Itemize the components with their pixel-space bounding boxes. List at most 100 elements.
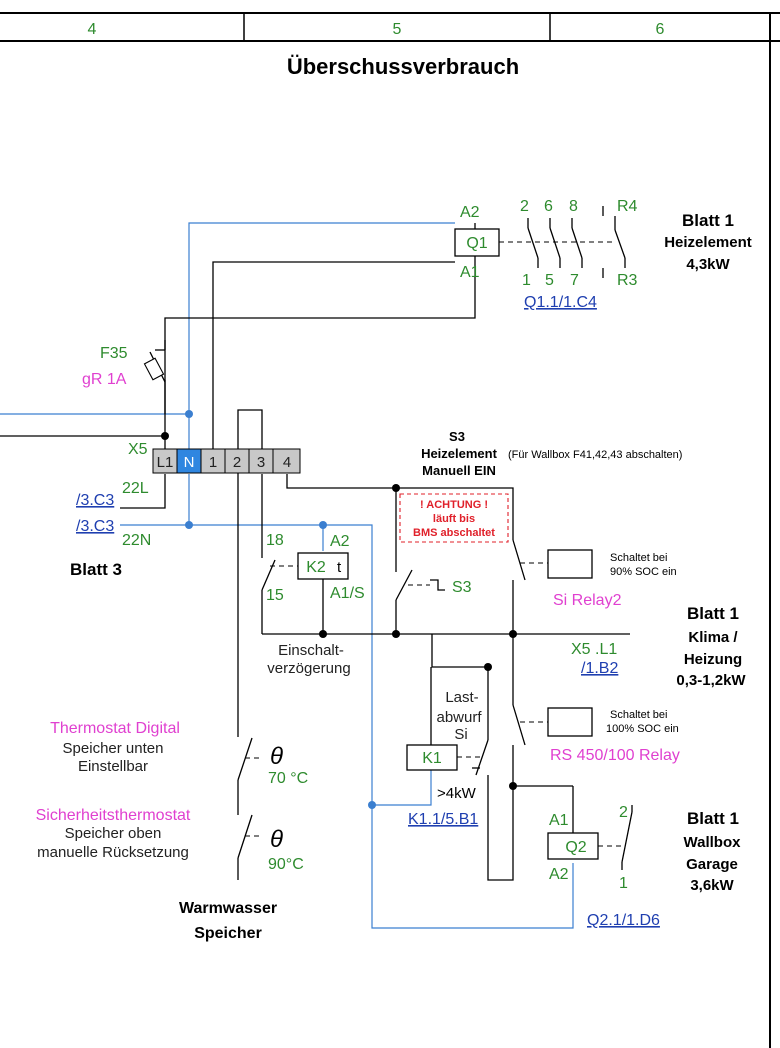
k2-contact: 18 [266,532,284,549]
k2-a1s: A1/S [330,585,365,602]
s3-warning: ! ACHTUNG ! [420,499,488,511]
target-name: Garage [686,856,738,873]
blatt3-references: /3.C3 22L /3.C3 22N Blatt 3 [70,480,151,579]
k1-label: K1 [422,750,442,767]
q2-a1: A1 [549,812,569,829]
terminal-label: 2 [233,454,241,471]
terminal-block-x5: X5 L1 N 1 2 3 4 [128,441,301,474]
target-name: Heizung [684,651,742,668]
thermostat-temp: 70 °C [268,770,308,787]
k2-a2: A2 [330,533,350,550]
k1-caption: Si [454,726,467,743]
k2-caption: verzögerung [267,660,350,677]
s3-warning: läuft bis [433,513,475,525]
contactor-q1: Q1 A2 A1 2 6 8 R4 1 5 7 R3 Q1.1/1.C4 [454,198,638,311]
header-bar: 4 5 6 [0,12,780,1048]
fuse-name: F35 [100,345,128,362]
column-number: 4 [88,21,97,38]
q2-a2: A2 [549,866,569,883]
blatt3-label: Blatt 3 [70,560,122,579]
klima-x5: X5 .L1 [571,641,617,658]
terminal-label: 1 [209,454,217,471]
switch-s3: S3 Heizelement (Für Wallbox F41,42,43 ab… [395,429,682,601]
neutral-wires [0,222,574,929]
q1-top-contact: 2 [520,198,529,215]
q1-bottom-contact: R3 [617,272,638,289]
s3-name: Heizelement [421,446,498,461]
blatt3-num-l: 22L [122,480,149,497]
relay-k1: Last- abwurf Si K1 >4kW K1.1/5.B1 [406,689,489,828]
blatt3-ref-n-link[interactable]: /3.C3 [76,518,114,535]
target-power: 0,3-1,2kW [676,672,746,689]
q1-bottom-contact: 7 [570,272,579,289]
q1-label: Q1 [466,235,487,252]
relay1-note: 90% SOC ein [610,566,677,578]
q1-top-contact: 8 [569,198,578,215]
k1-caption: abwurf [436,709,482,726]
column-number: 5 [393,21,402,38]
junction-dots [161,410,517,809]
column-number: 6 [656,21,665,38]
k2-t: t [337,559,342,576]
q1-top-contact: R4 [617,198,638,215]
k1-caption: Last- [445,689,478,706]
k1-ref-link[interactable]: K1.1/5.B1 [408,811,478,828]
storage-line: Speicher [194,925,262,942]
target-power: 4,3kW [686,256,730,273]
q1-top-contact: 6 [544,198,553,215]
terminal-label: 4 [283,454,291,471]
target-power: 3,6kW [690,877,734,894]
target-wallbox: Blatt 1 Wallbox Garage 3,6kW [684,809,742,894]
k2-label: K2 [306,559,326,576]
thermostat-line: Einstellbar [78,758,148,775]
relay1-name: Si Relay2 [553,592,622,609]
target-name: Heizelement [664,234,752,251]
klima-ref-link[interactable]: /1.B2 [581,660,618,677]
relay-si-relay2: Schaltet bei 90% SOC ein Si Relay2 [512,539,677,609]
timer-relay-k2: K2 t A2 A1/S 18 15 Einschalt- verzögerun… [261,532,365,677]
theta-icon: θ [270,826,283,853]
fuse-f35: F35 gR 1A [82,340,166,414]
thermostat-temp: 90°C [268,856,304,873]
blatt3-ref-l-link[interactable]: /3.C3 [76,492,114,509]
thermostat-name: Sicherheitsthermostat [36,807,191,824]
q2-contact: 1 [619,875,628,892]
target-blatt: Blatt 1 [682,211,734,230]
relay2-note: 100% SOC ein [606,723,679,735]
q1-bottom-contact: 5 [545,272,554,289]
k1-note: >4kW [437,785,477,802]
terminal-label: N [184,454,195,471]
q2-contact: 2 [619,804,628,821]
thermostat-digital: Thermostat Digital Speicher unten Einste… [50,720,308,787]
s3-note: (Für Wallbox F41,42,43 abschalten) [508,449,682,461]
storage-line: Warmwasser [179,900,277,917]
q1-a2: A2 [460,204,480,221]
q1-reference-link[interactable]: Q1.1/1.C4 [524,294,597,311]
q2-ref-link[interactable]: Q2.1/1.D6 [587,912,660,929]
relay1-note: Schaltet bei [610,552,667,564]
thermostat-line: manuelle Rücksetzung [37,844,189,861]
target-blatt: Blatt 1 [687,604,739,623]
s3-title: S3 [449,429,465,444]
theta-icon: θ [270,743,283,770]
thermostat-name: Thermostat Digital [50,720,180,737]
q2-label: Q2 [565,839,586,856]
k2-contact: 15 [266,587,284,604]
s3-warning: BMS abschaltet [413,527,495,539]
terminal-label: L1 [157,454,174,471]
target-name: Wallbox [684,834,742,851]
target-blatt: Blatt 1 [687,809,739,828]
thermostat-safety: Sicherheitsthermostat Speicher oben manu… [36,807,304,873]
s3-mode: Manuell EIN [422,463,496,478]
thermostat-line: Speicher oben [65,825,162,842]
page-title: Überschussverbrauch [287,54,519,79]
target-klima: X5 .L1 /1.B2 Blatt 1 Klima / Heizung 0,3… [571,604,746,689]
q1-a1: A1 [460,264,480,281]
terminal-label: 3 [257,454,265,471]
target-name: Klima / [688,629,738,646]
target-heizelement: Blatt 1 Heizelement 4,3kW [664,211,752,273]
s3-switch-label: S3 [452,579,472,596]
relay2-name: RS 450/100 Relay [550,747,680,764]
q1-bottom-contact: 1 [522,272,531,289]
